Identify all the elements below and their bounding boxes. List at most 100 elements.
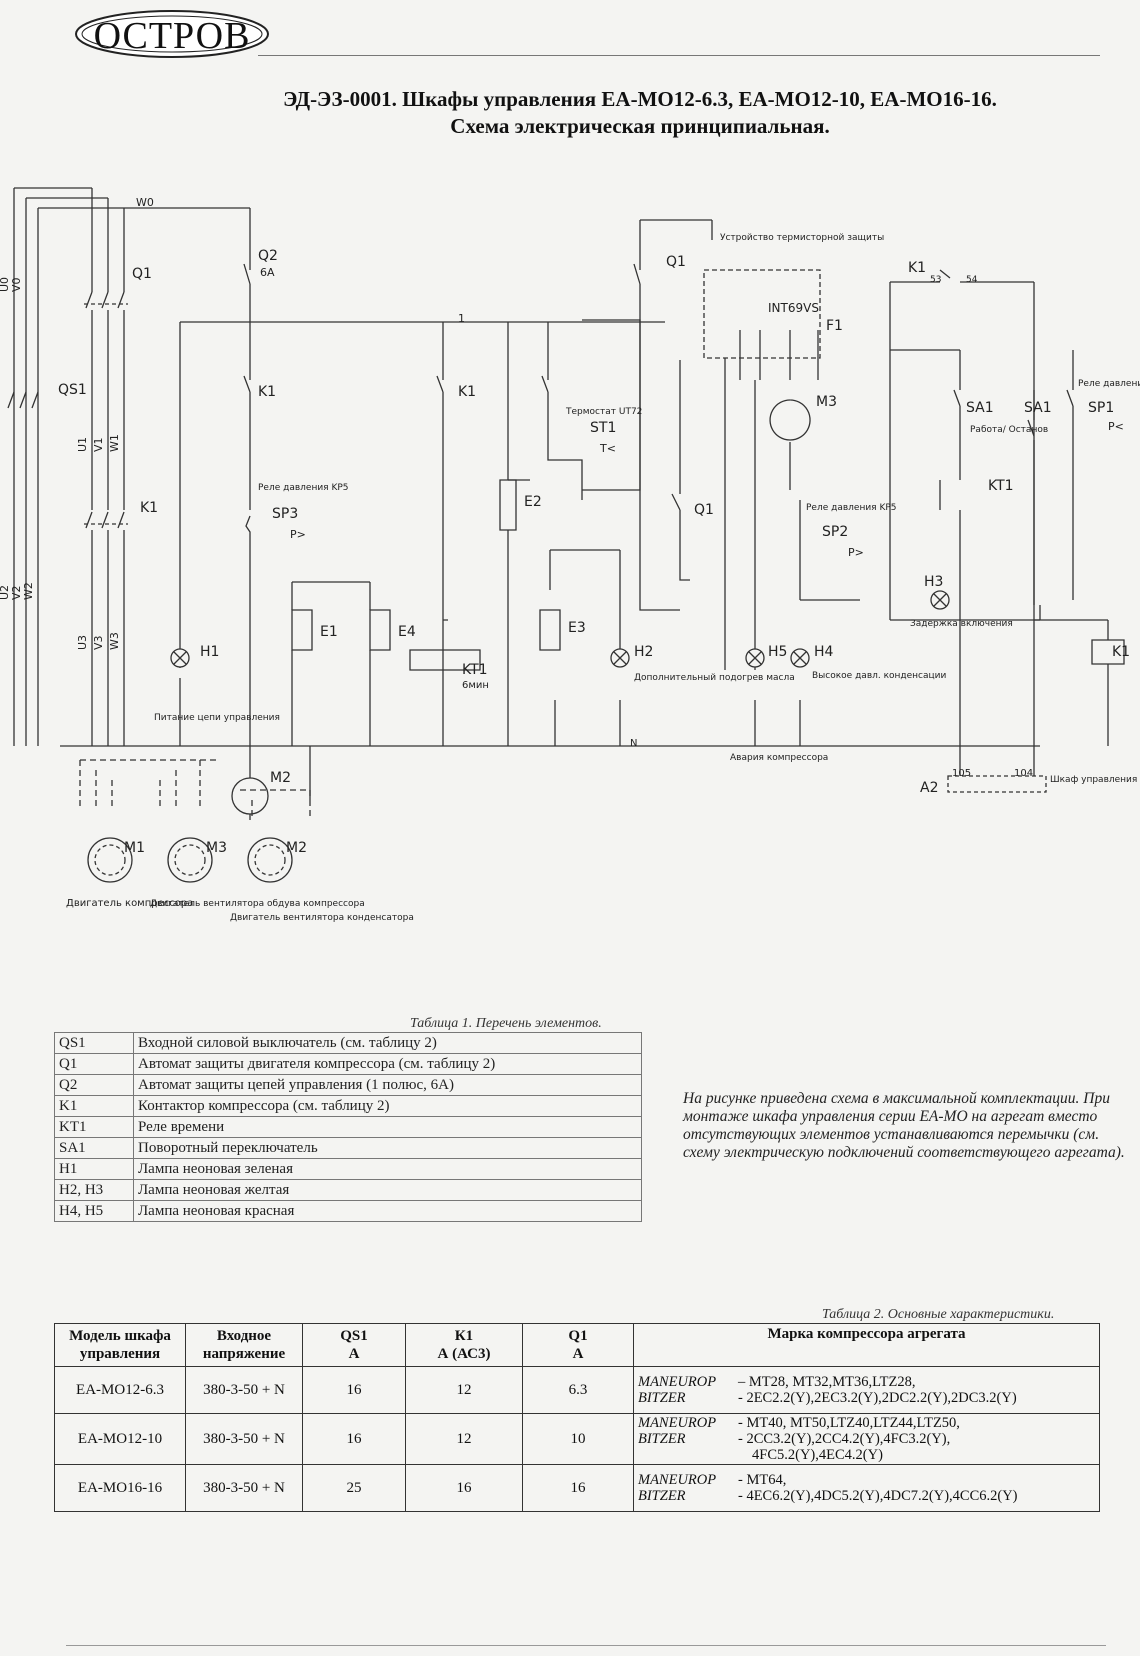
element-code: QS1 <box>54 1032 134 1054</box>
cell-brand: MANEUROP- MT64,BITZER- 4EC6.2(Y),4DC5.2(… <box>633 1464 1100 1512</box>
label-relay-kp1: Реле давления KP1 <box>1078 379 1140 389</box>
label-motor-fan-blow: Двигатель вентилятора обдува компрессора <box>150 899 365 909</box>
label-u1: U1 <box>76 437 89 452</box>
col-brand: Марка компрессора агрегата <box>633 1323 1100 1367</box>
col-voltage: Входное напряжение <box>185 1323 303 1367</box>
label-m3: M3 <box>816 394 837 410</box>
label-q1-left: Q1 <box>132 266 152 282</box>
brand-name: BITZER <box>638 1431 686 1447</box>
element-code: H1 <box>54 1158 134 1180</box>
table2-caption: Таблица 2. Основные характеристики. <box>822 1307 1055 1322</box>
label-w1: W1 <box>108 434 121 452</box>
label-sp3-p: P> <box>290 528 306 541</box>
cell-brand: MANEUROP– MT28, MT32,MT36,LTZ28,BITZER- … <box>633 1366 1100 1414</box>
cell-model: ЕА-МО16-16 <box>54 1464 186 1512</box>
cell-voltage: 380-3-50 + N <box>185 1413 303 1465</box>
cell-q1: 6.3 <box>522 1366 634 1414</box>
cell-qs1: 16 <box>302 1366 406 1414</box>
table1-caption: Таблица 1. Перечень элементов. <box>410 1016 602 1031</box>
label-kt1-right: KT1 <box>988 478 1014 494</box>
footer-rule <box>66 1645 1106 1646</box>
label-motor-compressor: Двигатель компрессора <box>66 898 193 909</box>
label-e2: E2 <box>524 494 542 510</box>
element-description: Автомат защиты цепей управления (1 полюс… <box>133 1074 642 1096</box>
label-bus1: 1 <box>458 312 465 325</box>
label-k1-coil: K1 <box>1112 644 1130 660</box>
label-sa1-b: SA1 <box>1024 400 1052 416</box>
label-v1: V1 <box>92 437 105 452</box>
label-n53: 53 <box>930 275 941 285</box>
brand-models: - 2EC2.2(Y),2EC3.2(Y),2DC2.2(Y),2DC3.2(Y… <box>738 1390 1017 1406</box>
label-e1: E1 <box>320 624 338 640</box>
label-k1-right: K1 <box>908 260 926 276</box>
cell-q1: 16 <box>522 1464 634 1512</box>
element-description: Лампа неоновая красная <box>133 1200 642 1222</box>
label-bus-n: N <box>630 738 637 749</box>
element-code: H2, H3 <box>54 1179 134 1201</box>
label-q1-aux: Q1 <box>694 502 714 518</box>
cell-k1: 16 <box>405 1464 523 1512</box>
element-code: KT1 <box>54 1116 134 1138</box>
label-e4: E4 <box>398 624 416 640</box>
label-a2: A2 <box>920 780 938 796</box>
label-q2-rating: 6A <box>260 266 275 279</box>
title-line-1: ЭД-ЭЗ-0001. Шкафы управления ЕА-МО12-6.3… <box>283 87 997 111</box>
label-delay-on: Задержка включения <box>910 619 1013 629</box>
element-description: Лампа неоновая желтая <box>133 1179 642 1201</box>
label-q1-right: Q1 <box>666 254 686 270</box>
label-sp3: SP3 <box>272 506 298 522</box>
label-v0: V0 <box>10 277 23 292</box>
cell-brand: MANEUROP- MT40, MT50,LTZ40,LTZ44,LTZ50,B… <box>633 1413 1100 1465</box>
brand-models: - 2CC3.2(Y),2CC4.2(Y),4FC3.2(Y), <box>738 1431 951 1447</box>
label-sp1: SP1 <box>1088 400 1114 416</box>
label-m3-motor: M3 <box>206 840 227 856</box>
element-description: Лампа неоновая зеленая <box>133 1158 642 1180</box>
label-w2: W2 <box>22 582 35 600</box>
label-kt1: KT1 <box>462 662 488 678</box>
label-int69vs: INT69VS <box>768 301 819 315</box>
cell-voltage: 380-3-50 + N <box>185 1464 303 1512</box>
label-k1-aux: K1 <box>458 384 476 400</box>
element-description: Автомат защиты двигателя компрессора (см… <box>133 1053 642 1075</box>
cell-model: ЕА-МО12-6.3 <box>54 1366 186 1414</box>
label-k1-main: K1 <box>258 384 276 400</box>
cell-q1: 10 <box>522 1413 634 1465</box>
col-model: Модель шкафа управления <box>54 1323 186 1367</box>
element-description: Поворотный переключатель <box>133 1137 642 1159</box>
label-f1: F1 <box>826 318 843 334</box>
label-air-cooler: Шкаф управления воздухоохладителя <box>1050 775 1140 785</box>
brand-models: - 4EC6.2(Y),4DC5.2(Y),4DC7.2(Y),4CC6.2(Y… <box>738 1488 1018 1504</box>
label-thermostat: Термостат UT72 <box>565 407 642 417</box>
cell-voltage: 380-3-50 + N <box>185 1366 303 1414</box>
brand-name: BITZER <box>638 1390 686 1406</box>
label-m2: M2 <box>270 770 291 786</box>
brand-name: BITZER <box>638 1488 686 1504</box>
cell-k1: 12 <box>405 1366 523 1414</box>
cell-qs1: 25 <box>302 1464 406 1512</box>
logo-text: ОСТРОВ <box>94 15 251 57</box>
document-title: ЭД-ЭЗ-0001. Шкафы управления ЕА-МО12-6.3… <box>170 86 1110 140</box>
label-m2-motor: M2 <box>286 840 307 856</box>
label-h4: H4 <box>814 644 834 660</box>
label-sa1-a: SA1 <box>966 400 994 416</box>
label-relay-kp5-1: Реле давления KP5 <box>258 483 349 493</box>
label-h2: H2 <box>634 644 653 660</box>
label-v3: V3 <box>92 635 105 650</box>
cell-k1: 12 <box>405 1413 523 1465</box>
brand-models: 4FC5.2(Y),4EC4.2(Y) <box>752 1447 883 1463</box>
label-kt1-time: 6мин <box>462 680 489 691</box>
label-qs1: QS1 <box>58 382 87 398</box>
company-logo: ОСТРОВ <box>72 8 272 60</box>
label-h3: H3 <box>924 574 943 590</box>
label-compressor-alarm: Авария компрессора <box>730 753 828 763</box>
brand-models: - MT64, <box>738 1472 787 1488</box>
element-description: Контактор компрессора (см. таблицу 2) <box>133 1095 642 1117</box>
label-relay-kp5-2: Реле давления KP5 <box>806 503 897 513</box>
label-n104: 104 <box>1014 768 1033 779</box>
